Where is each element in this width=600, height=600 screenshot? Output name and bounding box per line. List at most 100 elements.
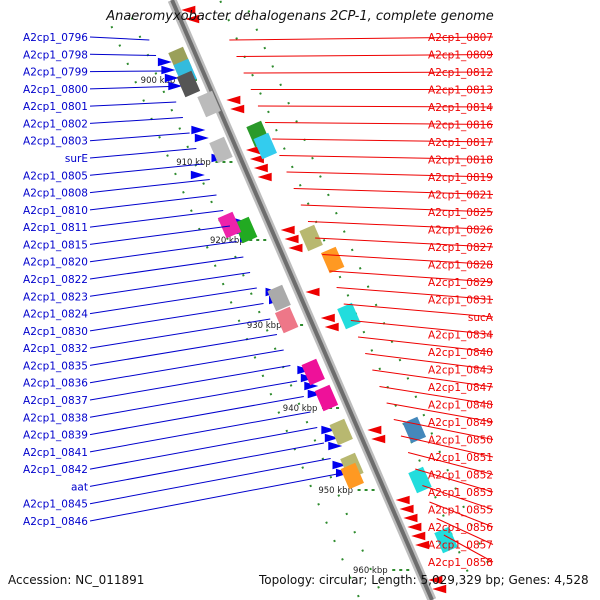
gene-block (267, 284, 291, 312)
leader-line-right (272, 138, 494, 143)
gene-block (301, 358, 325, 386)
forward-gene-arrow (307, 389, 322, 399)
leader-line-left (89, 303, 264, 332)
gene-label-right[interactable]: A2cp1_0819 (428, 172, 493, 184)
gene-label-left[interactable]: A2cp1_0820 (23, 257, 88, 269)
reverse-gene-arrow (371, 434, 386, 444)
leader-line-left (89, 179, 210, 194)
gene-label-right[interactable]: A2cp1_0857 (428, 540, 493, 552)
gene-label-left[interactable]: A2cp1_0832 (23, 343, 88, 355)
leader-line-right (372, 369, 494, 388)
gene-label-right[interactable]: A2cp1_0829 (428, 277, 493, 289)
gene-label-left[interactable]: A2cp1_0803 (23, 136, 88, 148)
gene-label-right[interactable]: A2cp1_0852 (428, 470, 493, 482)
gene-block (197, 90, 221, 118)
leader-line-right (286, 171, 494, 178)
gene-label-right[interactable]: A2cp1_0812 (428, 67, 493, 79)
gene-block (402, 416, 427, 444)
gene-label-left[interactable]: A2cp1_0846 (23, 516, 88, 528)
reverse-gene-arrow (395, 495, 410, 505)
gene-label-left[interactable]: A2cp1_0822 (23, 274, 88, 286)
gene-label-left[interactable]: A2cp1_0811 (23, 222, 88, 234)
gene-label-left[interactable]: A2cp1_0815 (23, 239, 88, 251)
gene-label-left[interactable]: A2cp1_0842 (23, 464, 88, 476)
leader-line-left (89, 318, 271, 349)
gene-label-left[interactable]: A2cp1_0802 (23, 118, 88, 130)
gene-label-right[interactable]: A2cp1_0807 (428, 32, 493, 44)
leader-line-right (429, 501, 494, 528)
gene-block (274, 306, 299, 334)
gene-label-left[interactable]: A2cp1_0808 (23, 188, 88, 200)
gene-label-left[interactable]: A2cp1_0805 (23, 170, 88, 182)
gene-label-left[interactable]: A2cp1_0845 (23, 499, 88, 511)
gene-label-right[interactable]: sucA (468, 312, 494, 324)
gene-label-left[interactable]: aat (71, 481, 88, 493)
gene-label-right[interactable]: A2cp1_0849 (428, 417, 493, 429)
gene-label-left[interactable]: A2cp1_0835 (23, 360, 88, 372)
gene-label-right[interactable]: A2cp1_0847 (428, 382, 493, 394)
gene-label-left[interactable]: A2cp1_0839 (23, 430, 88, 442)
gene-label-left[interactable]: A2cp1_0799 (23, 67, 88, 79)
leader-line-left (89, 163, 204, 176)
reverse-gene-arrow (407, 522, 422, 532)
leader-line-left (89, 36, 150, 41)
gene-label-right[interactable]: A2cp1_0840 (428, 347, 493, 359)
gene-label-right[interactable]: A2cp1_0856 (428, 522, 493, 534)
gene-label-right[interactable]: A2cp1_0816 (428, 120, 493, 132)
gene-label-left[interactable]: A2cp1_0800 (23, 84, 88, 96)
gene-block (299, 224, 323, 252)
gene-label-right[interactable]: A2cp1_0814 (428, 102, 493, 114)
leader-line-right (407, 452, 494, 475)
gene-label-left[interactable]: A2cp1_0796 (23, 32, 88, 44)
gene-label-right[interactable]: A2cp1_0809 (428, 50, 493, 62)
gene-label-right[interactable]: A2cp1_0818 (428, 155, 493, 167)
gene-label-left[interactable]: A2cp1_0836 (23, 378, 88, 390)
reverse-gene-arrow (432, 584, 447, 594)
gene-label-right[interactable]: A2cp1_0848 (428, 400, 493, 412)
gene-label-right[interactable]: A2cp1_0813 (428, 85, 493, 97)
leader-line-right (357, 336, 494, 353)
gene-label-right[interactable]: A2cp1_0821 (428, 190, 493, 202)
gene-label-right[interactable]: A2cp1_0850 (428, 435, 493, 447)
gene-label-left[interactable]: A2cp1_0838 (23, 412, 88, 424)
reverse-gene-arrow (185, 14, 200, 24)
leader-line-right (365, 353, 494, 370)
reverse-gene-arrow (399, 504, 414, 514)
gene-label-left[interactable]: A2cp1_0798 (23, 49, 88, 61)
reverse-gene-arrow (320, 313, 335, 323)
gene-label-right[interactable]: A2cp1_0843 (428, 365, 493, 377)
forward-gene-arrow (328, 441, 343, 451)
gene-label-right[interactable]: A2cp1_0851 (428, 452, 493, 464)
leader-line-right (265, 122, 494, 125)
gene-label-right[interactable]: A2cp1_0827 (428, 242, 493, 254)
gene-block (434, 526, 458, 554)
forward-gene-arrow (304, 381, 319, 391)
gene-label-right[interactable]: A2cp1_0831 (428, 295, 493, 307)
leader-line-left (89, 117, 183, 124)
gene-label-right[interactable]: A2cp1_0858 (428, 557, 493, 569)
gene-block (337, 302, 361, 330)
leader-line-right (329, 270, 494, 283)
leader-line-left (89, 287, 257, 315)
gene-label-right[interactable]: A2cp1_0817 (428, 137, 493, 149)
gene-label-left[interactable]: A2cp1_0823 (23, 291, 88, 303)
gene-label-right[interactable]: A2cp1_0853 (428, 487, 493, 499)
gene-label-right[interactable]: A2cp1_0828 (428, 260, 493, 272)
gene-label-left[interactable]: A2cp1_0824 (23, 309, 88, 321)
gene-label-left[interactable]: A2cp1_0801 (23, 101, 88, 113)
gene-label-left[interactable]: surE (65, 153, 88, 165)
reverse-gene-arrow (230, 104, 245, 114)
forward-gene-arrow (164, 73, 179, 83)
gene-label-left[interactable]: A2cp1_0830 (23, 326, 88, 338)
gene-label-right[interactable]: A2cp1_0826 (428, 225, 493, 237)
reverse-gene-arrow (367, 425, 382, 435)
map-title: Anaeromyxobacter dehalogenans 2CP-1, com… (106, 9, 494, 24)
gene-label-right[interactable]: A2cp1_0834 (428, 330, 493, 342)
gene-label-left[interactable]: A2cp1_0841 (23, 447, 88, 459)
gene-label-left[interactable]: A2cp1_0837 (23, 395, 88, 407)
gene-label-right[interactable]: A2cp1_0825 (428, 207, 493, 219)
tick-label: 940 kbp (283, 404, 318, 414)
leader-line-right (379, 386, 494, 405)
gene-label-left[interactable]: A2cp1_0810 (23, 205, 88, 217)
